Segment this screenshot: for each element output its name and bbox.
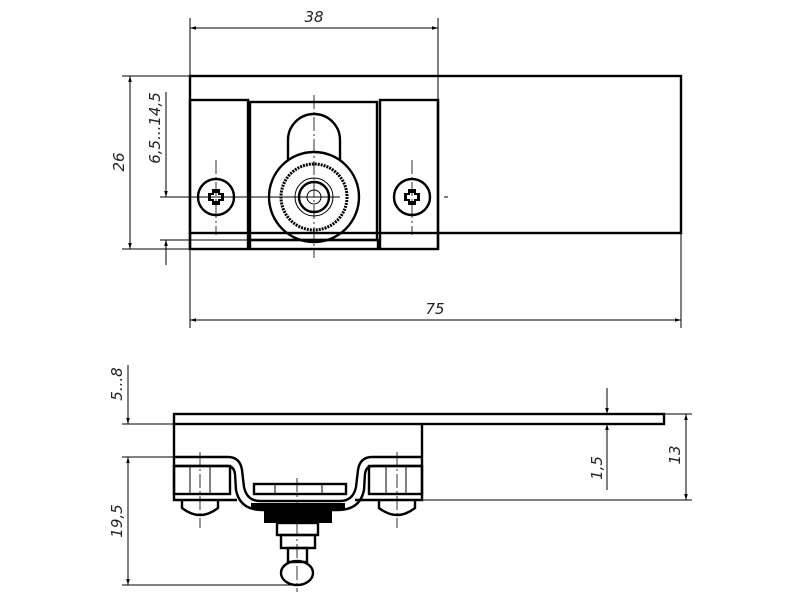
dim-gap-label: 5...8	[108, 367, 126, 400]
dim-13-label: 13	[666, 445, 684, 464]
dim-26-label: 26	[110, 152, 128, 171]
right-bracket	[378, 98, 440, 251]
dim-75-label: 75	[425, 300, 444, 318]
dim-adjust-range-label: 6,5...14,5	[146, 92, 164, 164]
side-view: 5...8 19,5 1,5 13	[108, 365, 692, 592]
dim-38-label: 38	[304, 8, 323, 26]
lock-housing	[248, 100, 379, 242]
mounting-plate	[172, 412, 666, 426]
dim-1-5-label: 1,5	[588, 456, 606, 480]
lock-body-side	[251, 503, 345, 587]
dim-19-5-label: 19,5	[108, 504, 126, 537]
top-view: 38 75 26 6,5...14,5	[110, 8, 683, 328]
left-bracket	[188, 98, 250, 251]
bracket-profile	[174, 455, 422, 503]
